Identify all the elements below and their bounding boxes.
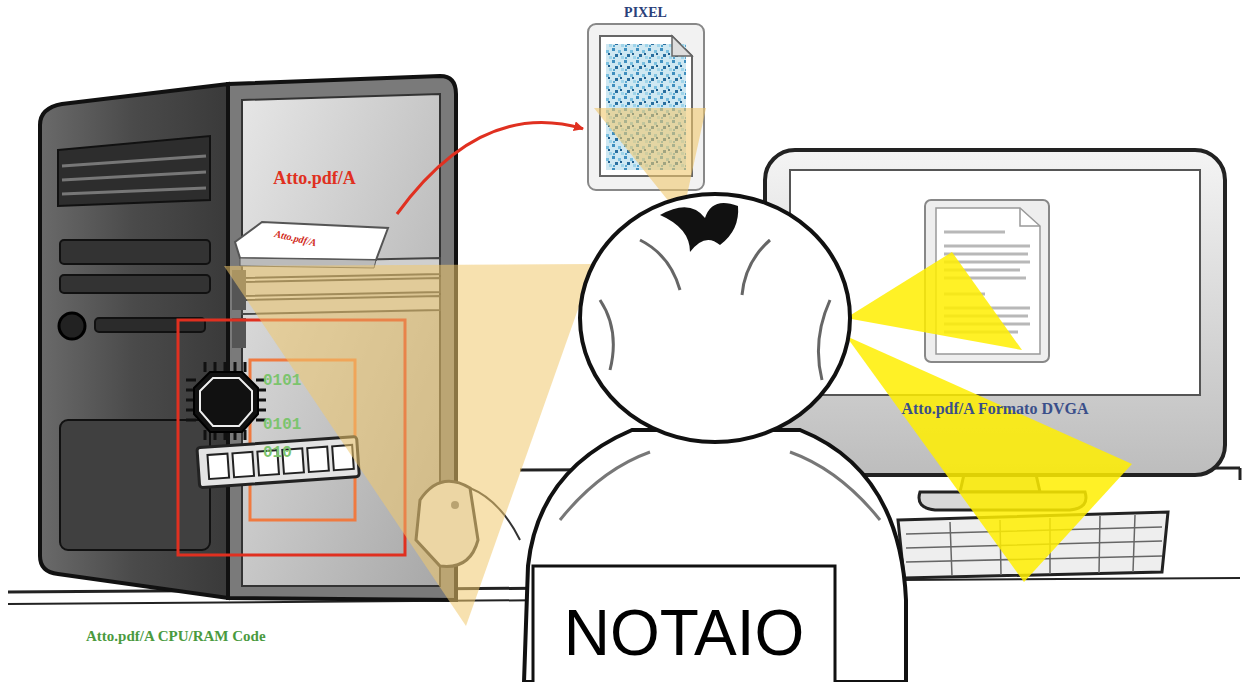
- computer-tower-part: [62, 156, 206, 194]
- notary-person-part: [580, 194, 850, 442]
- cpu-ram-part: [197, 437, 359, 488]
- section-label: Atto.pdf/A CPU/RAM Code: [86, 628, 266, 645]
- computer-tower-part: [58, 136, 210, 206]
- monitor-screen: Atto.pdf/A Formato DVGA: [765, 150, 1225, 480]
- cpu-ram-part-part: [205, 362, 245, 372]
- pixel-file: PIXEL: [583, 2, 708, 194]
- notary-person: [524, 194, 906, 682]
- cpu-ram-part: [200, 378, 252, 426]
- cpu-ram-part-part: [232, 452, 254, 477]
- flow-arrow: [397, 123, 583, 214]
- view-cone-part: [846, 252, 1022, 350]
- cpu-ram-part: [194, 372, 258, 432]
- monitor-part-part: [944, 231, 1005, 234]
- notary-person-part: [600, 240, 830, 380]
- computer-tower-part: [60, 420, 210, 550]
- computer-tower-part: [60, 240, 210, 264]
- binary-code: 0101: [263, 372, 301, 390]
- computer-tower-part: [40, 84, 228, 598]
- pixel-file-icon-part: [672, 36, 692, 56]
- cpu-ram-part-part: [197, 437, 359, 488]
- cpu-ram-part-part: [307, 447, 329, 472]
- cpu-ram-part: [186, 362, 266, 440]
- monitor-caption: Atto.pdf/A Formato DVGA: [765, 400, 1225, 418]
- desk-part: [1239, 468, 1242, 480]
- notary-person-part: [560, 452, 880, 520]
- stored-file: Atto.pdf/A Atto.pdf/A: [232, 168, 397, 260]
- notary-person-part: [524, 430, 906, 682]
- computer-tower-part: [59, 313, 85, 339]
- computer-tower-part: [232, 318, 246, 348]
- file-heading: PIXEL: [583, 5, 708, 21]
- desk-part: [8, 600, 560, 604]
- binary-code: 010: [263, 444, 292, 462]
- notary-person-part: [660, 203, 738, 252]
- binary-code: 0101: [263, 416, 301, 434]
- computer-tower-part: [60, 275, 210, 293]
- cpu-ram-part-part: [207, 454, 229, 479]
- monitor-part: [790, 170, 1200, 395]
- disk-label: Atto.pdf/A: [274, 228, 318, 248]
- disk-file: [235, 222, 388, 260]
- monitor-part: [1020, 208, 1040, 226]
- file-heading: Atto.pdf/A: [232, 168, 397, 189]
- person-label: NOTAIO: [533, 596, 835, 670]
- notary-person-part: [533, 566, 835, 682]
